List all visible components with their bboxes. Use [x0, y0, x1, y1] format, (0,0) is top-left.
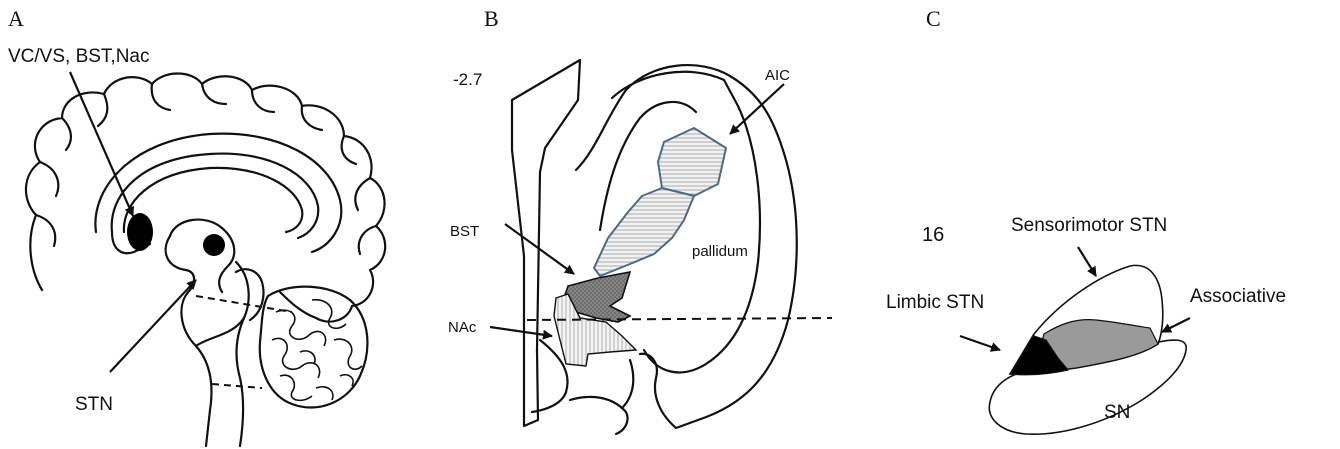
panel-b-bst-label: BST: [450, 223, 479, 240]
thalamus-outline: [170, 220, 234, 292]
sulcus-10: [355, 178, 370, 210]
sulcus-1: [98, 94, 107, 126]
brainstem-outline: [181, 290, 211, 446]
dashed-level-upper: [196, 296, 292, 312]
sulcus-11: [359, 226, 376, 254]
arrow-to-aic: [730, 84, 784, 134]
left-structure: [512, 60, 580, 426]
sulcus-8: [40, 162, 58, 196]
diencephalon-line: [166, 236, 194, 290]
sulcus-7: [62, 118, 71, 150]
panel-c-number: 16: [922, 224, 944, 246]
arrow-to-sensorimotor: [1078, 247, 1096, 276]
panel-b-nac-label: NAc: [448, 319, 477, 336]
sulcus-5: [302, 106, 322, 130]
sulcus-6: [342, 136, 356, 164]
aic-region-upper: [658, 128, 726, 196]
dashed-level-lower: [212, 384, 262, 388]
panel-b: B -2.7 AIC BST NAc pallidum: [448, 6, 832, 434]
arrow-to-limbic: [960, 336, 1000, 350]
sulcus-2: [152, 84, 170, 110]
panel-c-associative-label: Associative: [1190, 286, 1286, 307]
sulcus-3: [202, 84, 226, 104]
sulcus-9: [36, 215, 55, 246]
stn-target: [203, 234, 225, 256]
bottom-tissue-3: [622, 360, 633, 408]
cerebellum: [260, 287, 368, 408]
panel-b-pallidum-label: pallidum: [692, 243, 748, 260]
aic-region-lower: [594, 188, 694, 276]
panel-a-target-label: VC/VS, BST,Nac: [8, 46, 150, 67]
panel-a: A VC/VS, BST,Nac: [8, 6, 385, 446]
arrow-to-associative: [1162, 318, 1190, 332]
panel-c-sensorimotor-label: Sensorimotor STN: [1011, 215, 1167, 236]
arrow-to-nac: [490, 327, 552, 336]
cortex-outline: [26, 74, 385, 322]
brainstem-outline-right: [236, 262, 249, 446]
panel-b-coordinate: -2.7: [453, 70, 482, 89]
panel-b-aic-label: AIC: [765, 67, 790, 84]
panel-c-sn-label: SN: [1104, 402, 1130, 423]
panel-c: C 16 Sensorimotor STN Associative Limbic…: [886, 6, 1286, 434]
panel-b-letter: B: [484, 6, 499, 31]
bottom-tissue-2: [570, 397, 628, 434]
sulcus-4: [252, 90, 274, 112]
panel-a-letter: A: [8, 6, 24, 31]
panel-a-stn-label: STN: [75, 394, 113, 415]
panel-c-limbic-label: Limbic STN: [886, 292, 984, 313]
vcvs-target: [127, 213, 153, 251]
panel-c-letter: C: [926, 6, 941, 31]
